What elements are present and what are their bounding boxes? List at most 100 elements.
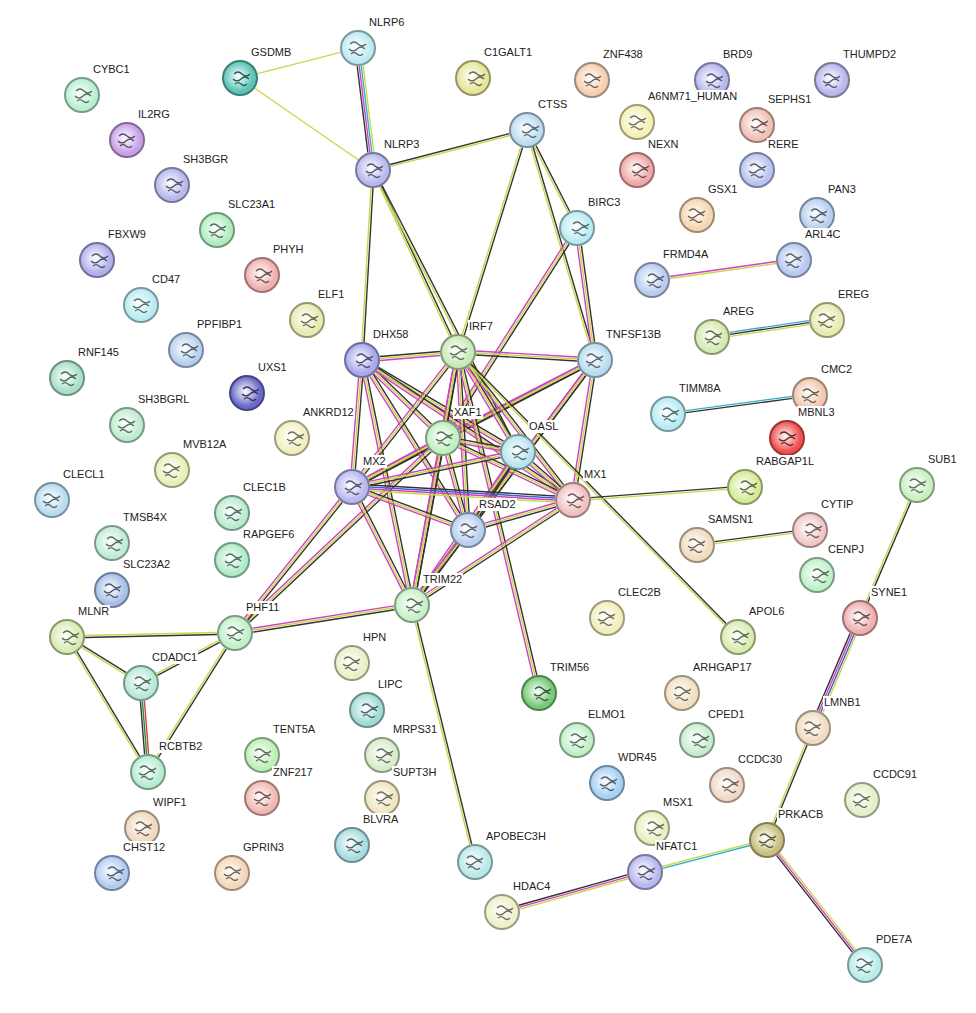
node-label: CYBC1: [92, 63, 131, 76]
node-label: SUB1: [927, 453, 958, 466]
structure-icon: [336, 471, 368, 503]
node-label: APOBEC3H: [485, 830, 547, 843]
node-label: CCDC30: [737, 753, 783, 766]
edge-stroke: [574, 377, 590, 481]
node-label: NEXN: [647, 138, 680, 151]
protein-circle: [577, 342, 613, 378]
protein-node: ZNF217: [244, 766, 316, 818]
protein-node: SUPT3H: [364, 766, 440, 818]
protein-node: PRKACB: [749, 808, 827, 860]
protein-circle: [559, 722, 595, 758]
protein-node: PDE7A: [847, 933, 916, 985]
protein-node: CLECL1: [34, 468, 108, 520]
node-label: SUPT3H: [392, 766, 437, 779]
protein-circle: [809, 302, 845, 338]
protein-circle: [222, 60, 258, 96]
structure-icon: [511, 114, 543, 146]
protein-node: ARL4C: [776, 228, 844, 280]
protein-circle: [334, 645, 370, 681]
node-label: WIPF1: [152, 796, 188, 809]
protein-node: RAPGEF6: [214, 528, 298, 580]
protein-circle: [64, 77, 100, 113]
protein-circle: [130, 754, 166, 790]
node-label: RABGAP1L: [755, 455, 815, 468]
protein-circle: [559, 210, 595, 246]
structure-icon: [523, 677, 555, 709]
structure-icon: [591, 767, 623, 799]
protein-node: RSAD2: [450, 498, 519, 550]
structure-icon: [846, 784, 878, 816]
node-label: CLECL1: [62, 468, 106, 481]
protein-node: WDR45: [589, 751, 660, 803]
protein-circle: [457, 844, 493, 880]
edge-stroke: [370, 489, 555, 500]
protein-circle: [500, 434, 536, 470]
interaction-edge: [574, 377, 594, 482]
structure-icon: [576, 64, 608, 96]
protein-node: OASL: [500, 420, 562, 472]
node-label: NLRP6: [368, 16, 405, 29]
protein-circle: [440, 334, 476, 370]
protein-node: CCDC91: [844, 768, 921, 820]
structure-icon: [681, 529, 713, 561]
interaction-edge: [368, 491, 452, 525]
edge-stroke: [358, 504, 402, 590]
structure-icon: [722, 621, 754, 653]
protein-node: A6NM71_HUMAN: [619, 90, 741, 142]
edge-stroke: [534, 146, 568, 212]
structure-icon: [126, 812, 158, 844]
edge-stroke: [370, 491, 555, 502]
node-label: TNFSF13B: [605, 328, 662, 341]
node-label: CYTIP: [820, 498, 854, 511]
node-label: C1GALT1: [483, 46, 533, 59]
protein-node: TMSB4X: [94, 511, 171, 563]
protein-node: ZNF438: [574, 48, 646, 100]
protein-node: ANKRD12: [274, 406, 357, 458]
edge-stroke: [576, 378, 592, 482]
protein-node: TNFSF13B: [577, 328, 665, 380]
structure-icon: [342, 32, 374, 64]
node-label: CLEC2B: [617, 586, 662, 599]
interaction-edge: [534, 146, 569, 213]
protein-node: TIMM8A: [650, 382, 724, 434]
edge-stroke: [351, 378, 358, 469]
node-label: XAF1: [453, 406, 483, 419]
edge-stroke: [421, 466, 506, 589]
protein-circle: [94, 855, 130, 891]
protein-node: SH3BGRL: [109, 393, 193, 445]
edge-stroke: [532, 464, 560, 488]
node-label: IRF7: [468, 320, 494, 333]
node-label: CENPJ: [827, 543, 865, 556]
protein-node: RERE: [739, 138, 802, 190]
edge-stroke: [245, 500, 339, 618]
structure-icon: [557, 484, 589, 516]
structure-icon: [246, 259, 278, 291]
structure-icon: [636, 264, 668, 296]
node-label: MBNL3: [797, 406, 836, 419]
protein-node: HPN: [334, 631, 390, 683]
interaction-edge: [362, 188, 373, 342]
structure-icon: [125, 667, 157, 699]
protein-circle: [123, 665, 159, 701]
node-label: OASL: [528, 420, 559, 433]
node-label: LIPC: [377, 678, 403, 691]
edge-stroke: [362, 502, 406, 588]
node-label: SH3BGRL: [137, 393, 190, 406]
structure-icon: [579, 344, 611, 376]
edge-stroke: [777, 855, 853, 952]
protein-node: CLEC1B: [214, 481, 289, 533]
edge-stroke: [83, 646, 126, 673]
protein-node: NFATC1: [627, 840, 701, 892]
structure-icon: [729, 471, 761, 503]
protein-node: UXS1: [229, 361, 290, 413]
structure-icon: [51, 621, 83, 653]
protein-circle: [619, 152, 655, 188]
node-label: A6NM71_HUMAN: [647, 90, 738, 103]
structure-icon: [741, 109, 773, 141]
protein-circle: [334, 827, 370, 863]
structure-icon: [96, 857, 128, 889]
node-label: GSX1: [707, 183, 738, 196]
protein-node: FBXW9: [79, 228, 149, 280]
edge-stroke: [578, 378, 594, 482]
node-label: CDADC1: [151, 651, 198, 664]
